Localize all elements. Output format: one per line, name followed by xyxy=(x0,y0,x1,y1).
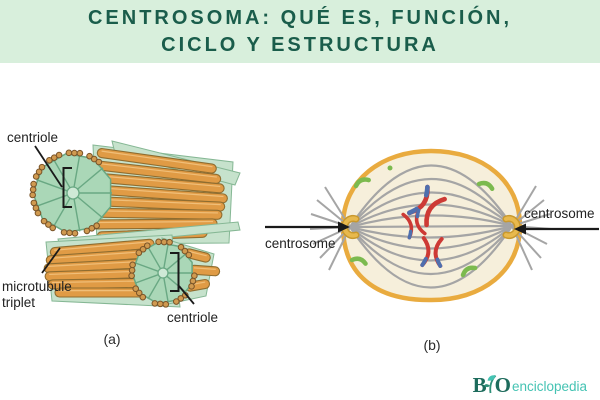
leaf-icon xyxy=(483,374,496,394)
mitosis-diagram: centrosome centrosome (b) xyxy=(265,148,599,353)
figure-b-caption: (b) xyxy=(423,337,440,353)
logo-letter-o: O xyxy=(494,373,511,397)
figure-a-caption: (a) xyxy=(103,331,120,347)
label-microtubule-line2: triplet xyxy=(2,295,35,310)
bioenciclopedia-logo: B O enciclopedia xyxy=(472,373,587,397)
centriole-top-label-line xyxy=(34,145,63,188)
centrosome-left-arrowhead xyxy=(338,221,350,233)
centriole-illustration xyxy=(29,140,241,308)
microtubule-label-line xyxy=(41,247,61,274)
centrosome-right-arrowhead xyxy=(514,223,526,235)
mitotic-cell-illustration xyxy=(309,148,552,303)
header-banner: CENTROSOMA: QUÉ ES, FUNCIÓN, CICLO Y EST… xyxy=(0,0,600,63)
top-centriole-bracket xyxy=(62,167,72,208)
logo-wordmark: enciclopedia xyxy=(511,379,587,394)
page-title-line-1: CENTROSOMA: QUÉ ES, FUNCIÓN, xyxy=(87,6,512,29)
logo-letter-b: B xyxy=(472,373,487,397)
label-microtubule-line1: microtubule xyxy=(2,279,72,294)
bottom-centriole-bracket xyxy=(170,252,180,292)
label-centriole-bottom: centriole xyxy=(167,310,218,325)
centriole-bottom-label-line xyxy=(178,285,195,305)
label-centrosome-right: centrosome xyxy=(524,206,595,221)
label-centrosome-left: centrosome xyxy=(265,236,336,251)
label-centriole-top: centriole xyxy=(7,130,58,145)
centriole-diagram: centriole microtubule triplet centriole … xyxy=(2,130,241,347)
page-title-line-2: CICLO Y ESTRUCTURA xyxy=(161,33,439,56)
